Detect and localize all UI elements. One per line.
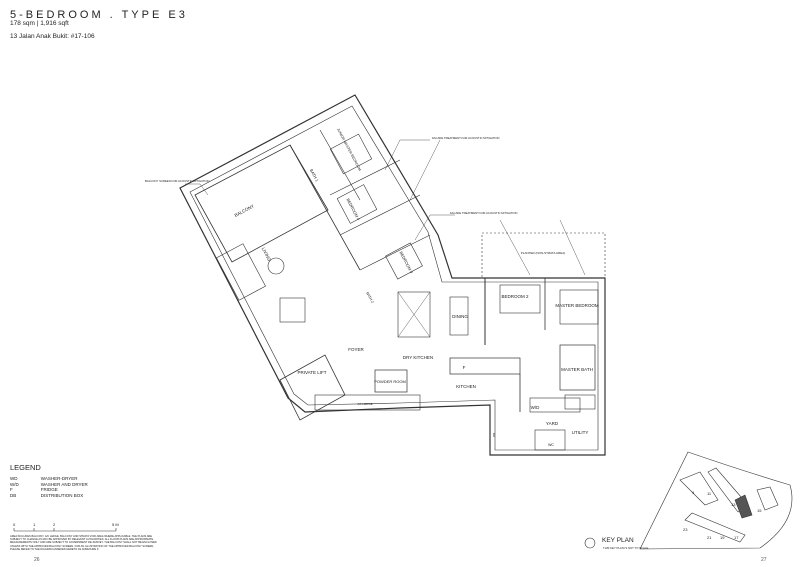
label-utility: UTILITY: [572, 430, 589, 435]
scale-tick: 5 M: [112, 522, 119, 527]
label-master-bath: MASTER BATH: [561, 367, 593, 372]
label-living: LIVING: [261, 247, 273, 263]
key-plan-site: [584, 451, 793, 550]
scale-tick: 2: [53, 522, 56, 527]
page-number-right: 27: [761, 557, 767, 563]
page-number-left: 26: [34, 557, 40, 563]
label-fridge: F: [463, 365, 466, 370]
key-plan-title: KEY PLAN: [602, 537, 634, 544]
scale-tick: 1: [33, 522, 36, 527]
label-planter: PLANTER (NON-STRATA AREA): [521, 251, 565, 255]
label-bedroom-2: BEDROOM 2: [501, 294, 529, 299]
block-number: 23: [683, 527, 688, 532]
note-balcony-screen: BALCONY SCREEN FOR ACOUSTIC MITIGATION: [145, 179, 209, 183]
unit-title: 5-BEDROOM . TYPE E3: [10, 9, 188, 21]
label-wd: W/D: [531, 405, 540, 410]
disclaimer-note: AREA INCLUDES BALCONY, A/C LEDGE, BALCON…: [10, 535, 157, 551]
label-bedroom-3: BEDROOM 3: [398, 251, 414, 275]
label-dry-kitchen: DRY KITCHEN: [403, 355, 433, 360]
key-plan-subtitle: THIS KEY PLAN IS NOT TO SCALE: [603, 546, 648, 550]
label-ac-ledge: AC LEDGE: [357, 402, 372, 406]
scale-bar: [13, 528, 117, 532]
balcony-area: [194, 144, 329, 263]
label-dining: DINING: [452, 314, 468, 319]
label-bath-1: BATH 1: [309, 168, 320, 183]
label-balcony: BALCONY: [234, 203, 255, 218]
block-number: 15: [757, 508, 762, 513]
label-powder-room: POWDER ROOM: [374, 379, 406, 384]
note-facade-2: FACADE TREATMENT FOR ACOUSTIC MITIGATION: [450, 211, 517, 215]
label-private-lift: PRIVATE LIFT: [297, 370, 326, 375]
label-bath-2: BATH 2: [365, 291, 374, 304]
label-foyer: FOYER: [348, 347, 364, 352]
unit-address: 13 Jalan Anak Bukit: #17-106: [10, 33, 95, 40]
legend-title: LEGEND: [10, 463, 41, 472]
unit-outline: [179, 94, 606, 456]
block-number: 13: [731, 502, 736, 507]
note-facade-1: FACADE TREATMENT FOR ACOUSTIC MITIGATION: [432, 136, 499, 140]
scale-tick: 0: [13, 522, 16, 527]
label-db: DB: [492, 433, 496, 437]
label-kitchen: KITCHEN: [456, 384, 476, 389]
block-number: 19: [720, 535, 725, 540]
block-number: 9: [692, 490, 695, 495]
label-wc: WC: [548, 443, 554, 447]
label-bedroom-4: BEDROOM 4: [345, 198, 361, 222]
label-master-bedroom: MASTER BEDROOM: [555, 303, 599, 308]
block-number: 21: [707, 535, 712, 540]
label-yard: YARD: [546, 421, 559, 426]
block-number: 17: [734, 535, 739, 540]
unit-area: 178 sqm | 1,916 sqft: [10, 20, 69, 27]
block-number: 11: [707, 491, 712, 496]
